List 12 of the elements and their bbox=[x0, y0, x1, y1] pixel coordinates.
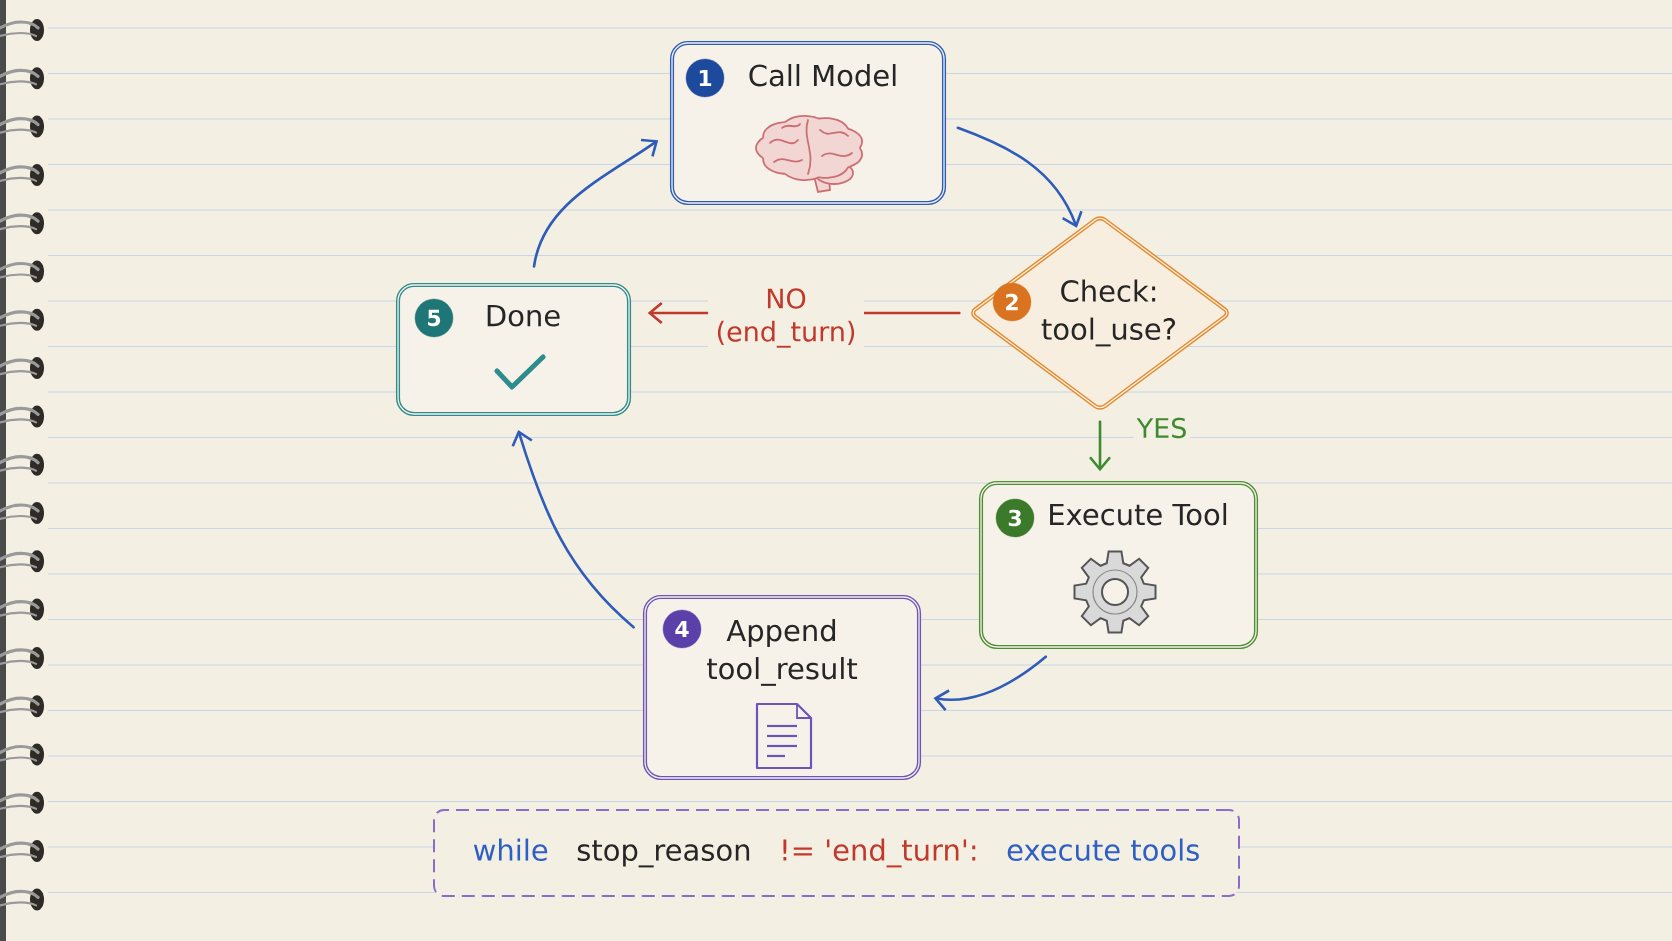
arrow bbox=[532, 138, 659, 268]
number-badge: 4 bbox=[662, 609, 702, 649]
arrow bbox=[933, 655, 1048, 712]
code-box: while stop_reason != 'end_turn': execute tools bbox=[433, 809, 1240, 897]
number-badge: 3 bbox=[995, 498, 1035, 538]
number-badge: 5 bbox=[414, 298, 454, 338]
number-badge: 1 bbox=[685, 58, 725, 98]
arrow bbox=[511, 429, 635, 629]
edge-label: NO (end_turn) bbox=[708, 285, 864, 351]
number-badge: 2 bbox=[992, 282, 1032, 322]
arrow bbox=[956, 126, 1083, 228]
arrow bbox=[1089, 420, 1111, 472]
